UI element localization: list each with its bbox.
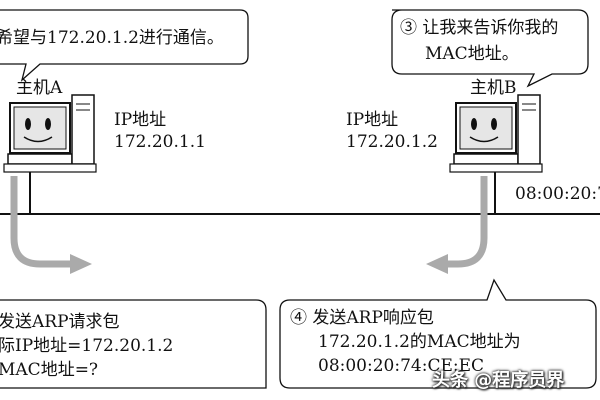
bubble-bottom-right-line3: 08:00:20:74:CE:EC: [318, 356, 484, 376]
host-b-name: 主机B: [470, 78, 517, 98]
bubble-bottom-left-line1: 发送ARP请求包: [0, 312, 120, 332]
bubble-bottom-left: [0, 299, 267, 389]
arp-reply-arrow: [426, 176, 488, 274]
host-b-ip: 172.20.1.2: [346, 132, 438, 152]
host-a-computer: [3, 94, 97, 173]
bubble-bottom-right: [279, 278, 597, 389]
bubble-top-right: [391, 9, 589, 88]
host-b-mac-partial: 08:00:20:7: [515, 184, 600, 204]
bubble-bottom-right-line2: 172.20.1.2的MAC地址为: [318, 332, 521, 352]
bubble-top-left: [0, 9, 249, 82]
watermark: 头条 @程序员界: [432, 370, 565, 391]
arp-request-arrow: [10, 176, 92, 274]
bubble-top-left-text: 希望与172.20.1.2进行通信。: [0, 28, 224, 48]
host-a-ip: 172.20.1.1: [114, 132, 206, 152]
host-a-name: 主机A: [16, 78, 63, 98]
bubble-bottom-left-line3: MAC地址=?: [0, 360, 99, 380]
bubble-bottom-right-line1: ④ 发送ARP响应包: [290, 308, 434, 328]
host-a-ip-label: IP地址: [114, 110, 167, 130]
bubble-top-right-line2: MAC地址。: [425, 44, 519, 64]
bubble-bottom-left-line2: 际IP地址=172.20.1.2: [0, 336, 174, 356]
bubble-top-right-line1: ③ 让我来告诉你我的: [400, 18, 559, 38]
host-b-ip-label: IP地址: [346, 110, 399, 130]
host-b-computer: [449, 94, 543, 173]
